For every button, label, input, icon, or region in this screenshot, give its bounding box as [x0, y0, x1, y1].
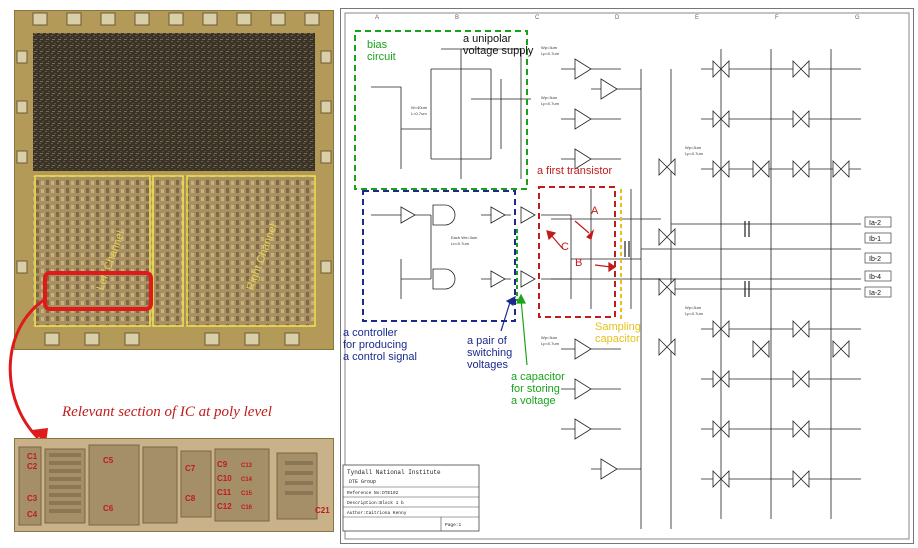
cap-label-c1: C1	[27, 452, 38, 461]
svg-text:W=40um: W=40um	[411, 105, 428, 110]
controller-box	[362, 190, 516, 322]
grid-col-b: B	[455, 15, 459, 21]
output-label-3: Ib-2	[869, 256, 881, 263]
svg-text:Wp=3um: Wp=3um	[541, 45, 558, 50]
bond-pads-side	[16, 50, 332, 274]
cap-label-c8: C8	[185, 494, 196, 503]
inverters	[400, 58, 618, 480]
title-block: Tyndall National Institute DTE Group Ref…	[342, 464, 480, 532]
grid-col-e: E	[695, 15, 699, 21]
svg-text:Wp=3um: Wp=3um	[541, 335, 558, 340]
title-org: Tyndall National Institute	[347, 469, 441, 476]
unipolar-supply-label: a unipolar voltage supply	[463, 33, 534, 58]
cap-label-c5: C5	[103, 456, 114, 465]
bias-circuit-box	[354, 30, 528, 190]
switching-voltages-label: a pair of switching voltages	[467, 335, 513, 372]
digital-block	[33, 33, 315, 171]
die-photo: Left Channel Right Channel	[14, 10, 334, 350]
svg-text:Lp=0.7um: Lp=0.7um	[541, 101, 560, 106]
cap-label-c14: C14	[241, 477, 253, 483]
bond-pads-bottom	[44, 332, 300, 346]
svg-text:Ln=0.7um: Ln=0.7um	[451, 241, 470, 246]
node-label-c: C	[561, 241, 569, 253]
cap-label-c2: C2	[27, 462, 38, 471]
svg-text:Lp=0.7um: Lp=0.7um	[685, 311, 704, 316]
grid-col-g: G	[855, 15, 860, 21]
highlight-box	[43, 271, 153, 311]
svg-text:Lp=0.7um: Lp=0.7um	[685, 151, 704, 156]
capacitor-symbols	[624, 221, 750, 297]
grid-col-c: C	[535, 15, 540, 21]
svg-text:Each Wn=3um: Each Wn=3um	[451, 235, 478, 240]
poly-level-image: C1 C2 C3 C4 C5 C6 C7 C8 C9 C10 C11 C12 C…	[14, 438, 334, 532]
first-transistor-label: a first transistor	[537, 165, 613, 177]
cap-label-c6: C6	[103, 504, 114, 513]
grid-col-f: F	[775, 15, 779, 21]
storing-capacitor-label: a capacitor for storing a voltage	[511, 371, 565, 408]
title-description: Description:Block 1 b	[347, 500, 404, 506]
sampling-capacitor-label: Sampling capacitor	[595, 321, 641, 346]
cap-label-c10: C10	[217, 474, 232, 483]
grid-col-d: D	[615, 15, 620, 21]
title-group: DTE Group	[349, 479, 376, 485]
output-label-5: Ia-2	[869, 290, 881, 297]
region-outlines	[34, 175, 316, 327]
output-label-1: Ia-2	[869, 220, 881, 227]
transmission-gates	[658, 60, 850, 488]
svg-text:Wp=3um: Wp=3um	[541, 95, 558, 100]
transistor-arrows	[546, 220, 617, 273]
cap-label-c4: C4	[27, 510, 38, 519]
controller-label: a controller for producing a control sig…	[343, 327, 417, 364]
svg-text:Lp=0.7um: Lp=0.7um	[541, 51, 560, 56]
schematic: A B C D E F G	[340, 8, 914, 544]
cap-label-c16: C16	[241, 505, 253, 511]
schematic-drawing: A B C D E F G	[342, 12, 910, 540]
storing-arrows	[516, 293, 528, 366]
grid-col-a: A	[375, 15, 379, 21]
bond-pads-top	[32, 12, 320, 26]
title-author: Author:Caitriona Kenny	[347, 510, 407, 516]
svg-text:Wp=3um: Wp=3um	[685, 305, 702, 310]
cap-label-c3: C3	[27, 494, 38, 503]
cap-label-c21: C21	[315, 506, 330, 515]
analog-area	[33, 176, 315, 326]
switching-arrows	[500, 295, 516, 332]
svg-text:L=0.7um: L=0.7um	[411, 111, 427, 116]
output-label-4: Ib-4	[869, 274, 881, 281]
cap-label-c7: C7	[185, 464, 196, 473]
poly-level-drawing: C1 C2 C3 C4 C5 C6 C7 C8 C9 C10 C11 C12 C…	[15, 439, 333, 531]
first-transistor-box	[538, 186, 616, 318]
title-reference: Reference No:DTE192	[347, 490, 399, 496]
cap-label-c12: C12	[217, 502, 232, 511]
node-label-a: A	[591, 205, 599, 217]
bias-circuit-label: bias circuit	[367, 39, 396, 64]
svg-text:Lp=0.7um: Lp=0.7um	[541, 341, 560, 346]
cap-label-c13: C13	[241, 463, 253, 469]
cap-label-c15: C15	[241, 491, 253, 497]
node-label-b: B	[575, 257, 583, 269]
section-caption: Relevant section of IC at poly level	[62, 404, 272, 420]
title-page: Page:1	[445, 522, 462, 528]
cap-label-c11: C11	[217, 488, 232, 497]
die-photo-drawing: Left Channel Right Channel	[16, 12, 332, 346]
output-label-2: Ib-1	[869, 236, 881, 243]
nand-gates	[432, 204, 456, 290]
svg-text:Wp=3um: Wp=3um	[685, 145, 702, 150]
cap-label-c9: C9	[217, 460, 228, 469]
